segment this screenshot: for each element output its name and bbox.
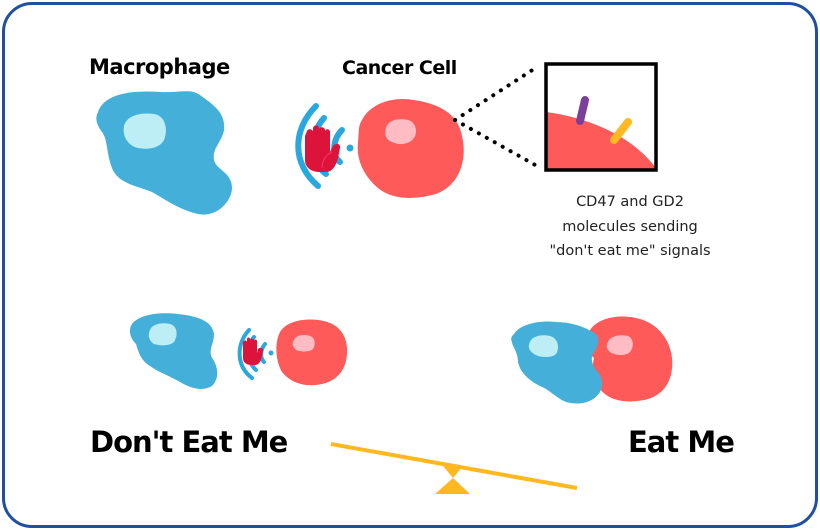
macrophage-body [96, 91, 232, 215]
cd47-molecule [576, 96, 589, 125]
macrophage-nucleus [123, 113, 166, 149]
gd2-molecule [610, 118, 632, 144]
molecule-inset [544, 62, 658, 172]
macrophage-large [96, 91, 232, 215]
cancer-cell-being-eaten [588, 316, 673, 402]
macrophage-small [129, 313, 218, 389]
signal-dot [346, 144, 354, 152]
stop-hand-icon-small [243, 337, 263, 365]
cancer-cell-nucleus [385, 119, 416, 145]
cancer-cell-small [276, 319, 348, 386]
caption-line-3: "don't eat me" signals [549, 243, 711, 259]
eat-me-label: Eat Me [628, 425, 735, 459]
dont-eat-me-label: Don't Eat Me [90, 425, 288, 459]
macrophage-eating [511, 321, 603, 404]
macrophage-label: Macrophage [89, 55, 230, 79]
stop-hand-icon [305, 125, 341, 172]
molecule-caption: CD47 and GD2 molecules sending "don't ea… [520, 190, 740, 264]
cancer-cell-label: Cancer Cell [342, 57, 457, 79]
caption-line-2: molecules sending [562, 218, 698, 235]
caption-line-1: CD47 and GD2 [576, 194, 684, 210]
zoom-callout-lines [453, 65, 539, 168]
cancer-cell-large [357, 98, 464, 198]
seesaw-icon [330, 442, 578, 494]
signal-dot-small [268, 350, 274, 356]
cancer-cell-body [357, 98, 464, 198]
seesaw-fulcrum [435, 466, 470, 494]
inset-cell-surface [546, 112, 656, 170]
